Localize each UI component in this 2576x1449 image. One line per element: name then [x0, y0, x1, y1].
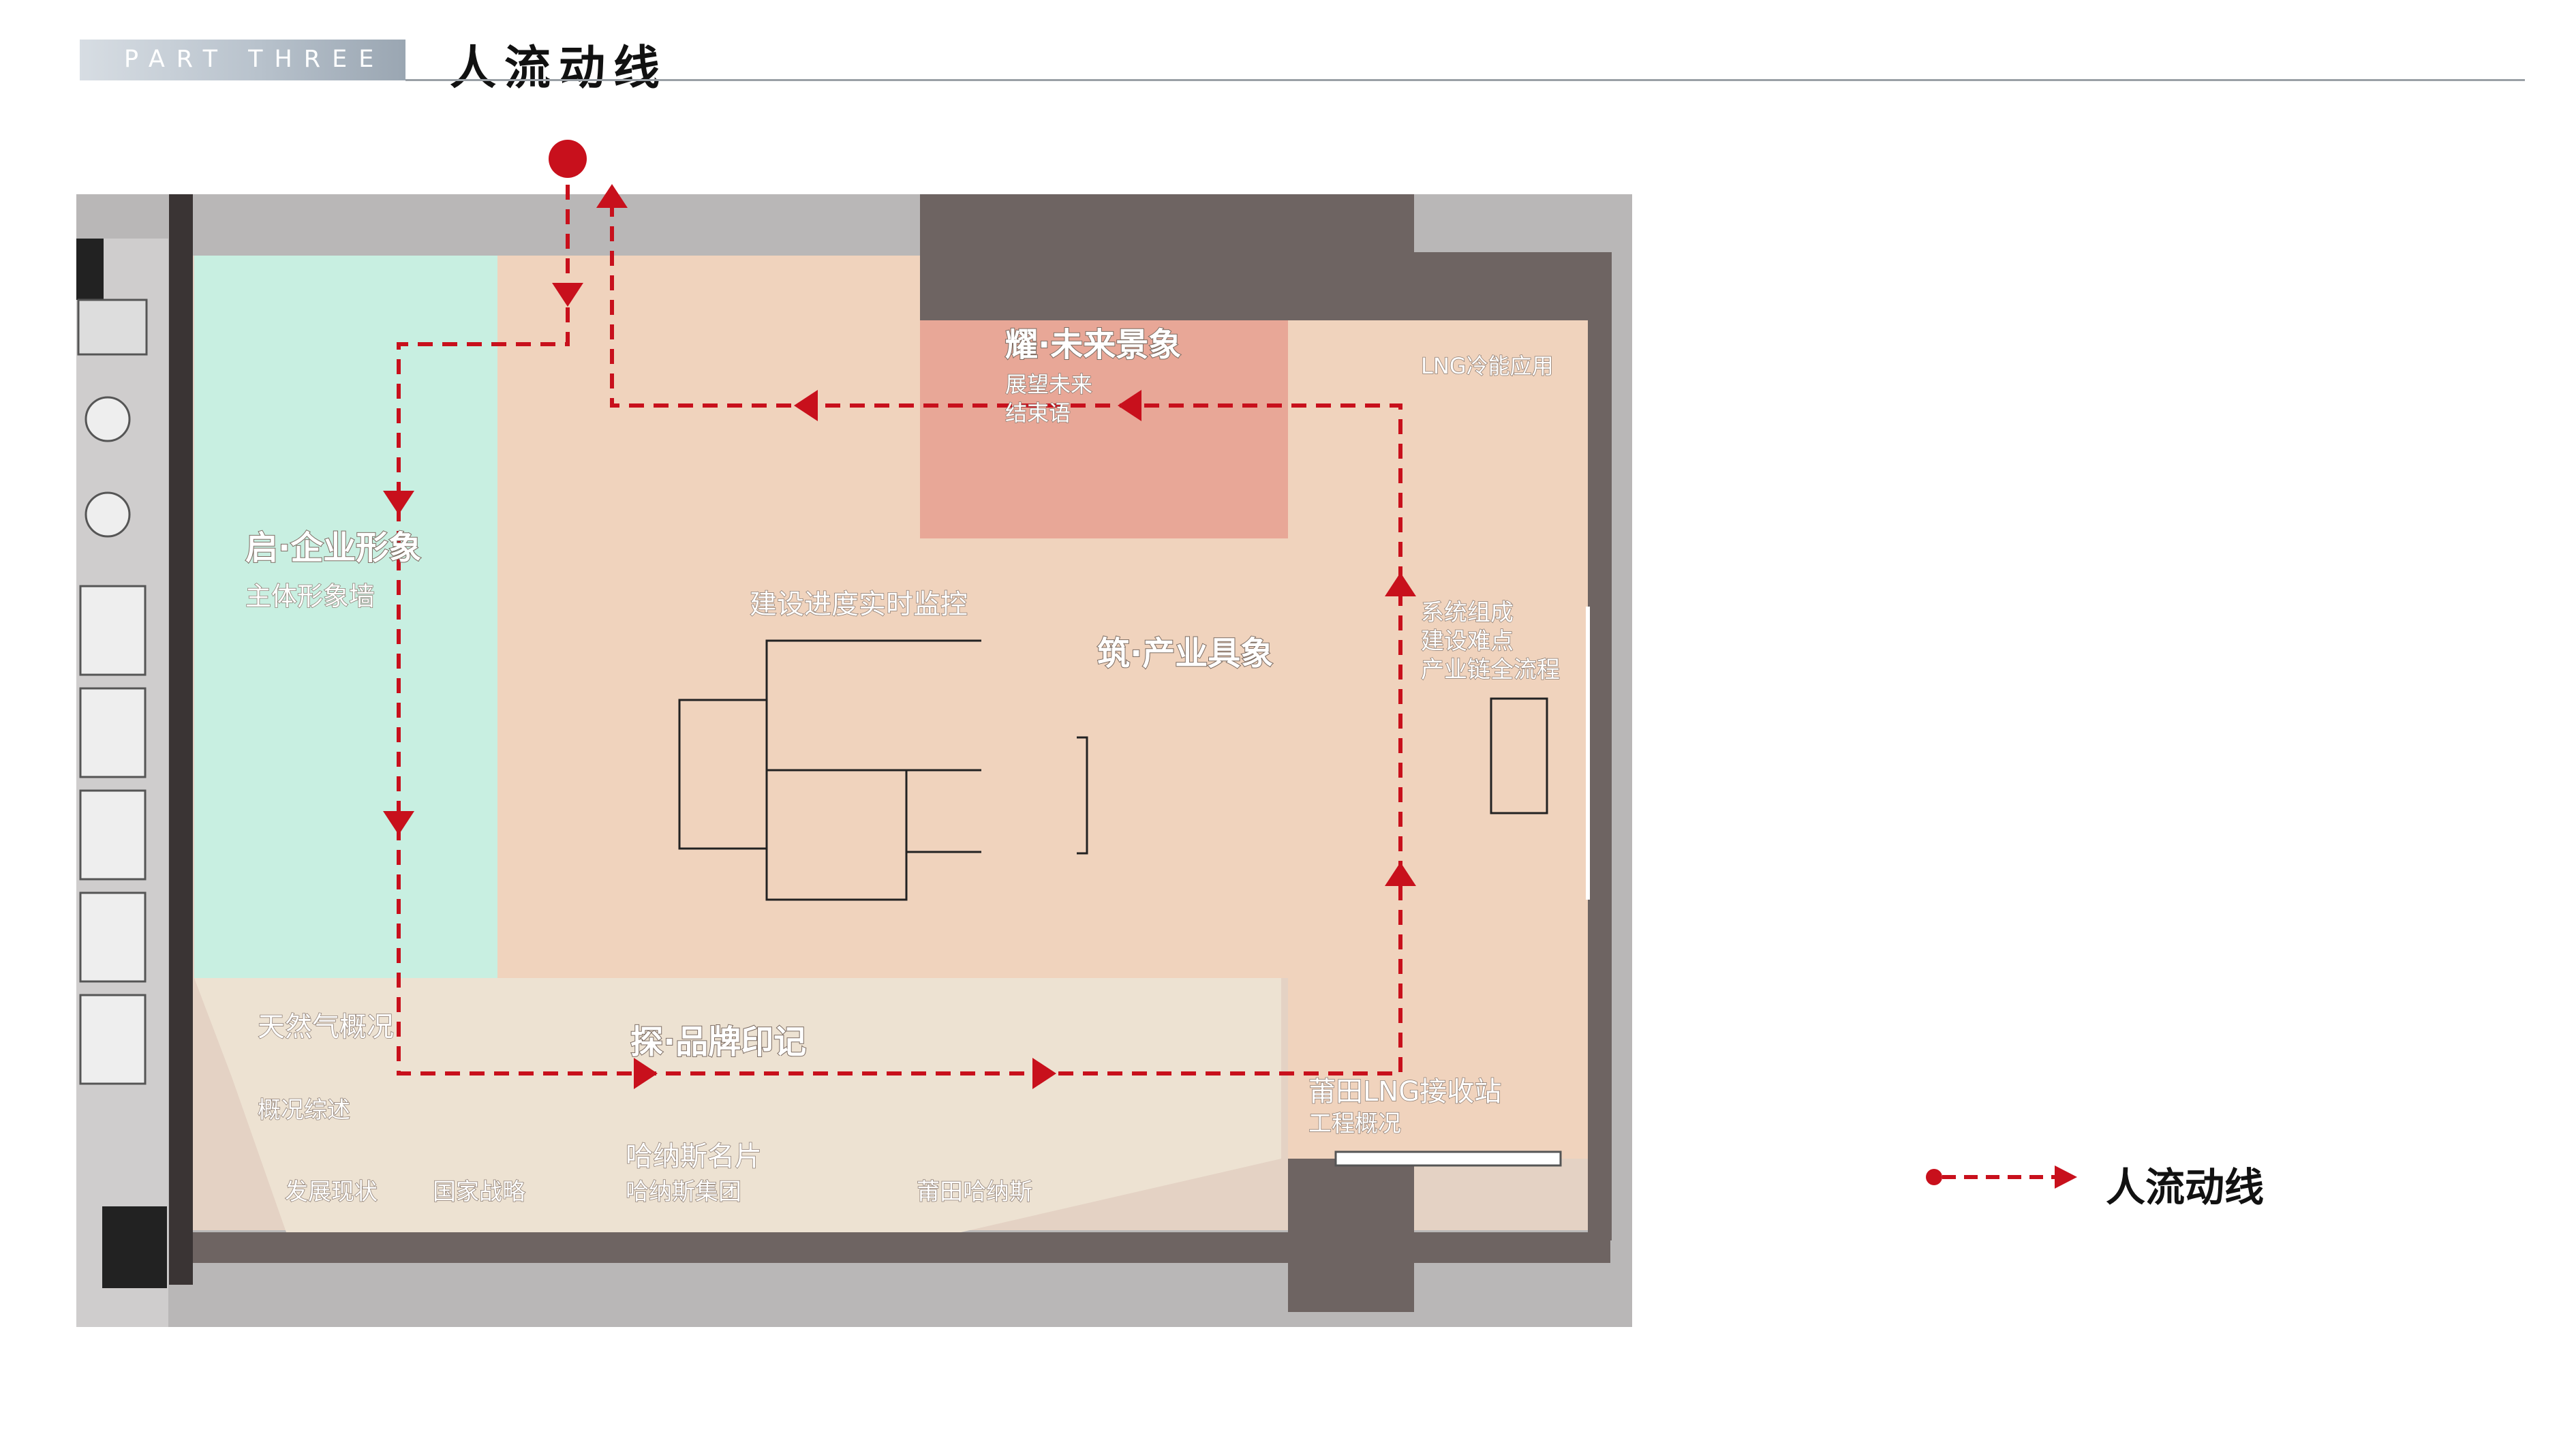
flow-arrow-icons: [383, 184, 1416, 1089]
label-sys1: 系统组成: [1421, 599, 1514, 626]
top-wall: [1414, 252, 1612, 320]
top-wall: [920, 194, 1288, 320]
left-wall: [169, 194, 193, 1285]
label-sys3: 产业链全流程: [1421, 656, 1560, 684]
label-putian-lng: 莆田LNG接收站: [1308, 1076, 1501, 1108]
label-gas-sub: 概况综述: [258, 1097, 350, 1124]
wall-block: [102, 1206, 167, 1288]
label-lng-app: LNG冷能应用: [1421, 353, 1554, 379]
label-develop: 发展现状: [285, 1178, 378, 1206]
label-gas: 天然气概况: [258, 1011, 394, 1043]
legend-label: 人流动线: [2106, 1164, 2265, 1210]
column: [1288, 1159, 1414, 1312]
zone-tan: [194, 978, 1281, 1232]
right-wall: [1588, 300, 1612, 1240]
label-project: 工程概况: [1308, 1110, 1401, 1138]
section-tag-text: PART THREE: [124, 46, 386, 73]
bench: [1334, 1150, 1562, 1167]
legend-dot-icon: [1926, 1169, 1942, 1185]
zone-zhu-title: 筑·产业具象: [1097, 635, 1273, 673]
label-putian-hanas: 莆田哈纳斯: [917, 1178, 1032, 1206]
fixtures: [77, 299, 148, 1085]
flow-path: [397, 160, 1402, 1076]
section-tag: PART THREE: [80, 40, 405, 80]
header-divider: [405, 79, 2525, 81]
zone-yao-sub2: 结束语: [1005, 400, 1071, 426]
zone-zhu: [1288, 320, 1588, 1159]
label-monitor: 建设进度实时监控: [750, 589, 968, 620]
zone-zhu: [497, 256, 920, 978]
label-strategy: 国家战略: [433, 1178, 525, 1206]
zone-qi-title: 启·企业形象: [245, 529, 421, 567]
exhibit-outlines: [678, 607, 1590, 901]
legend: [1926, 1165, 2077, 1189]
label-hanas-group: 哈纳斯集团: [626, 1178, 741, 1206]
zone-qi-sub: 主体形象墙: [245, 581, 375, 611]
label-hanas-card: 哈纳斯名片: [626, 1141, 762, 1172]
zone-yao: [920, 320, 1288, 538]
legend-arrow-icon: [2055, 1165, 2077, 1189]
zone-qi: [194, 256, 497, 978]
zone-yao-title: 耀·未来景象: [1005, 326, 1181, 364]
zone-tan-title: 探·品牌印记: [630, 1023, 806, 1061]
flow-start-icon: [549, 140, 587, 178]
column: [1288, 194, 1414, 320]
wall-block: [76, 239, 104, 300]
label-sys2: 建设难点: [1421, 628, 1514, 655]
page-title: 人流动线: [450, 42, 669, 95]
zone-yao-sub1: 展望未来: [1005, 371, 1092, 397]
